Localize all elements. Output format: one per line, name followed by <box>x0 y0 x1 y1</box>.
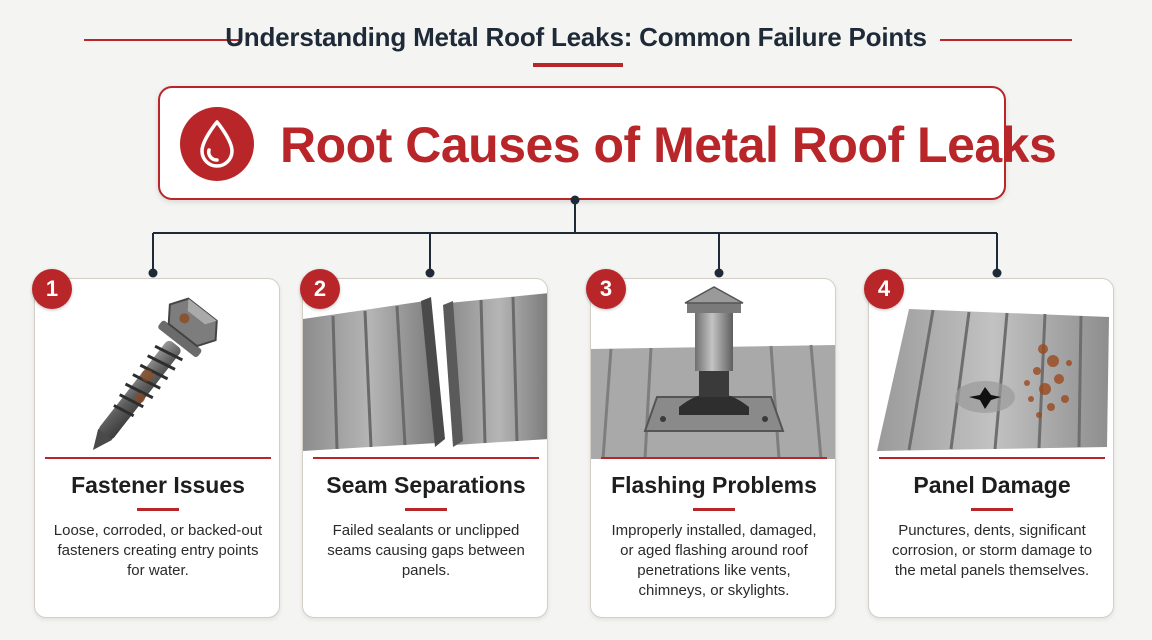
card-divider <box>45 457 271 459</box>
card-description: Punctures, dents, significant corrosion,… <box>891 522 1093 579</box>
card-divider <box>313 457 539 459</box>
banner-title: Root Causes of Metal Roof Leaks <box>280 117 1057 173</box>
card-number-badge: 2 <box>300 269 340 309</box>
card-number-badge: 1 <box>32 269 72 309</box>
card-divider <box>879 457 1105 459</box>
card-number-badge: 4 <box>864 269 904 309</box>
root-causes-banner: Root Causes of Metal Roof Leaks <box>158 86 1057 200</box>
card-number-badge: 3 <box>586 269 626 309</box>
header-underline <box>533 63 623 67</box>
screw-fastener-icon <box>92 297 218 450</box>
damaged-panel-icon <box>877 309 1109 451</box>
header-rule-right <box>940 39 1072 41</box>
page-title: Understanding Metal Roof Leaks: Common F… <box>225 22 927 52</box>
card-accent-bar <box>971 508 1013 511</box>
card-title: Seam Separations <box>326 472 526 498</box>
card-title: Fastener Issues <box>71 472 245 498</box>
card-panel-damage: Panel Damage Punctures, dents, significa… <box>868 278 1114 618</box>
card-seam-separations: Seam Separations Failed sealants or uncl… <box>302 278 548 618</box>
card-flashing-problems: Flashing Problems Improperly installed, … <box>590 278 836 618</box>
card-accent-bar <box>693 508 735 511</box>
water-drop-icon <box>180 107 254 181</box>
roof-vent-flashing-icon <box>591 286 835 459</box>
card-accent-bar <box>137 508 179 511</box>
card-description: Failed sealants or unclipped seams causi… <box>327 522 525 579</box>
card-title: Panel Damage <box>913 472 1071 498</box>
card-description: Loose, corroded, or backed-out fasteners… <box>53 522 263 579</box>
card-accent-bar <box>405 508 447 511</box>
card-description: Improperly installed, damaged, or aged f… <box>611 522 817 599</box>
card-fastener-issues: Fastener Issues Loose, corroded, or back… <box>34 278 280 618</box>
card-divider <box>601 457 827 459</box>
separated-seam-icon <box>303 293 547 451</box>
header-rule-left <box>84 39 240 41</box>
card-title: Flashing Problems <box>611 472 817 498</box>
